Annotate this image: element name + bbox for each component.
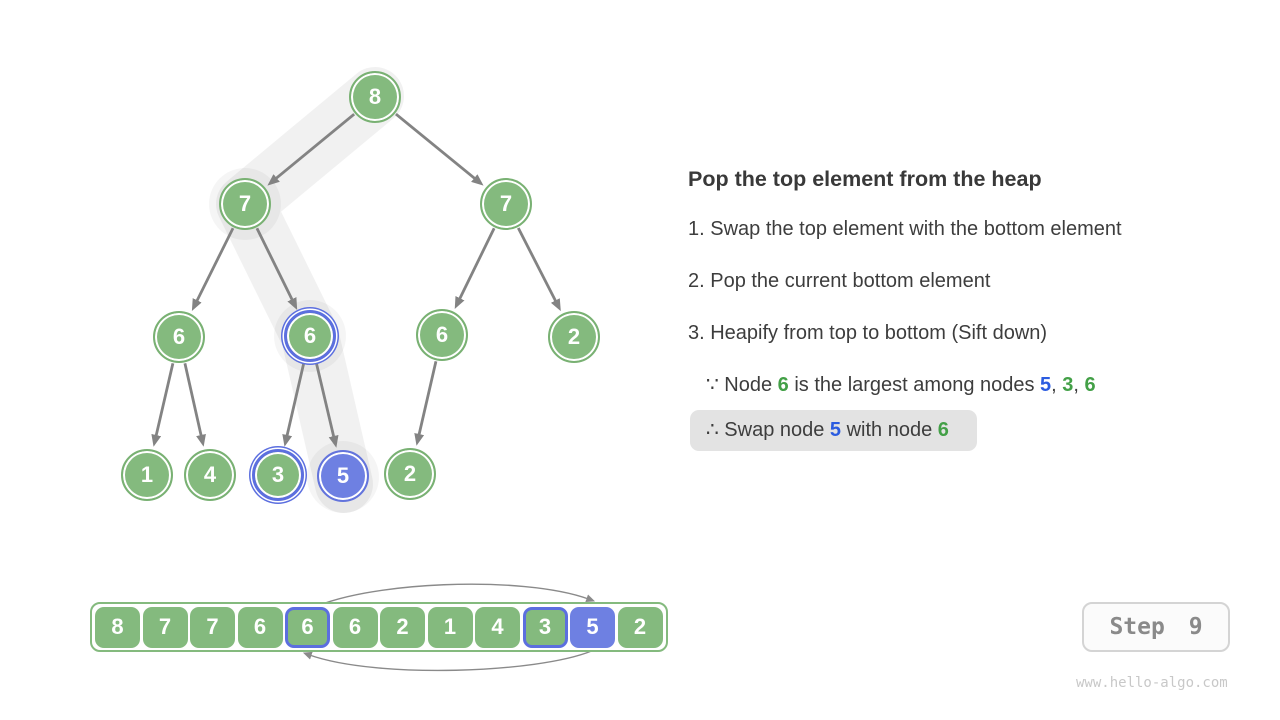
tree-node-1: 1 (121, 449, 173, 501)
tree-node-6: 6 (284, 310, 336, 362)
array-cell-0: 8 (95, 606, 140, 648)
step-item-2: 2. Pop the current bottom element (688, 270, 991, 292)
text-segment: , (1051, 374, 1063, 396)
array-cell-6: 2 (380, 606, 425, 648)
array-cell-8: 4 (475, 606, 520, 648)
tree-node-7: 7 (480, 178, 532, 230)
array-cell-3: 6 (237, 606, 283, 648)
array-cell-2: 7 (190, 606, 235, 648)
explanation-panel: Pop the top element from the heap 1. Swa… (688, 167, 1268, 451)
step-item-3: 3. Heapify from top to bottom (Sift down… (688, 322, 1048, 344)
tree-node-6: 6 (153, 311, 205, 363)
text-segment: with node (841, 419, 938, 441)
step-item-1: 1. Swap the top element with the bottom … (688, 218, 1122, 240)
tree-node-2: 2 (548, 311, 600, 363)
tree-node-6: 6 (416, 309, 468, 361)
tree-node-2: 2 (384, 448, 436, 500)
tree-node-7: 7 (219, 178, 271, 230)
array-cell-10: 5 (570, 606, 615, 648)
step-badge: Step 9 (1082, 602, 1230, 652)
panel-title: Pop the top element from the heap (688, 167, 1042, 191)
tree-node-8: 8 (349, 71, 401, 123)
therefore-box: ∴ Swap node 5 with node 6 (690, 410, 977, 451)
node-ref-3: 3 (1062, 374, 1074, 396)
array-cell-4: 6 (285, 606, 330, 648)
array-cell-1: 7 (142, 606, 188, 648)
array-cell-9: 3 (522, 606, 568, 648)
node-ref-6: 6 (937, 419, 949, 441)
node-ref-5: 5 (1040, 374, 1052, 396)
node-ref-5: 5 (829, 419, 842, 441)
node-ref-6: 6 (777, 374, 789, 396)
because-line: ∵ Node 6 is the largest among nodes 5, 3… (688, 373, 1268, 397)
tree-node-4: 4 (184, 449, 236, 501)
array-cell-11: 2 (617, 606, 663, 648)
therefore-line: ∴ Swap node 5 with node 6 (706, 418, 949, 442)
array-cell-5: 6 (332, 606, 378, 648)
text-segment: , (1073, 374, 1085, 396)
tree-edges (151, 112, 561, 448)
array-cell-7: 1 (427, 606, 473, 648)
watermark: www.hello-algo.com (1076, 675, 1228, 691)
text-segment: is the largest among nodes (788, 374, 1041, 396)
tree-node-5: 5 (317, 450, 369, 502)
step-badge-label: Step 9 (1109, 614, 1203, 640)
text-segment: ∵ Node (706, 374, 778, 396)
text-segment: ∴ Swap node (706, 419, 830, 441)
node-ref-6: 6 (1084, 374, 1096, 396)
sift-down-highlight-band (209, 67, 404, 513)
tree-node-3: 3 (252, 449, 304, 501)
